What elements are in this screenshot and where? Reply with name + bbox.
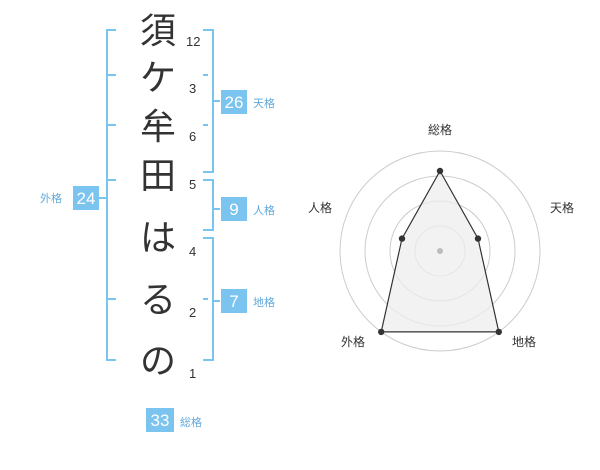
svg-text:7: 7 <box>229 292 238 311</box>
radar-point-5 <box>398 235 406 242</box>
radar-axis-label-tenkaku: 天格 <box>550 200 574 215</box>
radar-axis-label-gaikaku: 外格 <box>341 334 365 349</box>
radar-chart: 総格 天格 地格 外格 人格 <box>308 122 574 352</box>
svg-text:24: 24 <box>77 189 96 208</box>
name-char-3: 牟 <box>140 107 176 148</box>
radar-ring-4 <box>339 150 541 352</box>
stroke-count-7: 1 <box>189 366 196 381</box>
radar-point-2 <box>474 235 482 242</box>
tenkaku-bracket <box>203 29 220 173</box>
name-char-5: は <box>140 218 176 259</box>
stroke-count-4: 5 <box>189 177 196 192</box>
name-char-1: 須 <box>140 11 176 52</box>
stroke-count-1: 12 <box>186 34 200 49</box>
soukaku-badge: 33 総格 <box>146 408 202 432</box>
chikaku-badge: 7 地格 <box>221 289 275 313</box>
radar-point-4 <box>378 328 385 336</box>
gaikaku-bracket <box>99 29 116 361</box>
chikaku-bracket <box>203 237 220 361</box>
svg-text:9: 9 <box>229 200 238 219</box>
name-char-7: の <box>140 341 176 382</box>
svg-text:天格: 天格 <box>253 96 275 110</box>
jinkaku-bracket <box>203 179 220 231</box>
jinkaku-badge: 9 人格 <box>221 197 275 221</box>
radar-point-3 <box>495 328 502 336</box>
radar-point-1 <box>436 167 444 175</box>
radar-axis-label-jinkaku: 人格 <box>308 200 332 215</box>
radar-center-dot <box>437 248 443 254</box>
stroke-count-2: 3 <box>189 81 196 96</box>
tenkaku-badge: 26 天格 <box>221 90 275 114</box>
svg-text:33: 33 <box>151 411 170 430</box>
stroke-count-5: 4 <box>189 244 196 259</box>
svg-text:26: 26 <box>225 93 244 112</box>
svg-text:地格: 地格 <box>253 295 275 309</box>
radar-points <box>378 167 502 336</box>
svg-text:総格: 総格 <box>180 415 202 429</box>
svg-text:外格: 外格 <box>40 191 62 205</box>
stroke-count-3: 6 <box>189 129 196 144</box>
svg-text:人格: 人格 <box>253 203 275 217</box>
name-char-6: る <box>140 280 176 321</box>
radar-axis-label-chikaku: 地格 <box>512 334 536 349</box>
gaikaku-badge: 外格 24 <box>40 186 99 210</box>
name-char-4: 田 <box>140 156 176 197</box>
stroke-count-6: 2 <box>189 305 196 320</box>
name-char-2: ケ <box>140 58 176 99</box>
radar-axis-label-soukaku: 総格 <box>428 122 452 137</box>
